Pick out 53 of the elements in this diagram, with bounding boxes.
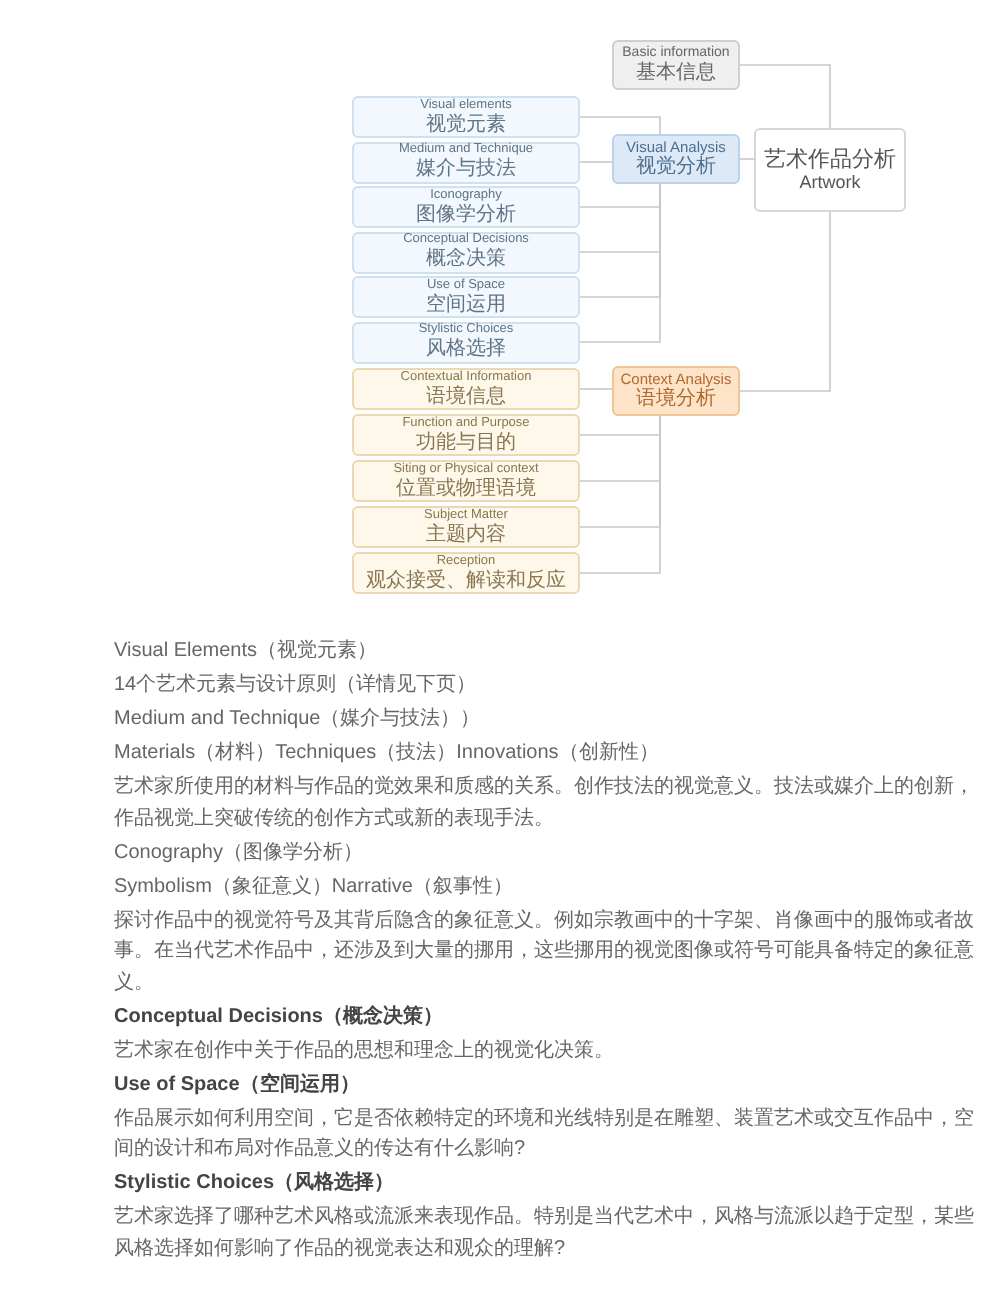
connector-line [579, 116, 661, 135]
connector-line [579, 161, 613, 163]
note-text: Materials（材料）Techniques（技法）Innovations（创新性） [114, 739, 661, 768]
section-heading: Use of Space（空间运用） [114, 1071, 362, 1099]
topic-box [754, 128, 906, 212]
connector-line [579, 415, 661, 574]
topic-text: 媒介与技法 [416, 158, 516, 182]
topic-text: 功能与目的 [416, 431, 516, 455]
note-text: 作品展示如何利用空间，它是否依赖特定的环境和光线特别是在雕塑、装置艺术或交互作品中，空间的设计和布局对作品意义的传达有什么影响? [114, 1105, 976, 1164]
topic-box [352, 506, 580, 548]
topic-box [612, 366, 740, 416]
topic-text: 艺术作品分析 [764, 147, 896, 172]
connector-line [579, 388, 613, 390]
topic-text: 观众接受、解读和反应 [366, 569, 566, 593]
topic-text: 视觉元素 [426, 113, 506, 137]
topic-text: 空间运用 [426, 293, 506, 317]
topic-text: 位置或物理语境 [396, 477, 536, 501]
topic-box [612, 134, 740, 184]
topic-box [352, 321, 580, 363]
topic-box [352, 552, 580, 594]
section-heading: Conceptual Decisions（概念决策） [114, 1003, 445, 1031]
topic-box [612, 40, 740, 90]
topic-box [352, 96, 580, 138]
note-text: Medium and Technique（媒介与技法）） [114, 705, 483, 734]
section-heading: Stylistic Choices（风格选择） [114, 1169, 397, 1198]
topic-text: 语境分析 [636, 388, 716, 412]
connector-line [739, 211, 831, 392]
topic-box [352, 460, 580, 502]
topic-box [352, 231, 580, 273]
note-text: 艺术家所使用的材料与作品的觉效果和质感的关系。创作技法的视觉意义。技法或媒介上的创新，作品视觉上突破传统的创作方式或新的表现手法。 [114, 773, 976, 833]
topic-text: 图像学分析 [416, 203, 516, 227]
topic-box [352, 186, 580, 228]
topic-text: Artwork [799, 172, 861, 193]
connector-line [579, 183, 661, 343]
topic-box [352, 414, 580, 456]
topic-text: 视觉分析 [636, 156, 716, 180]
topic-text: 概念决策 [426, 248, 506, 272]
topic-text: 风格选择 [426, 338, 506, 362]
topic-text: 基本信息 [636, 62, 716, 85]
note-text: Visual Elements（视觉元素） [114, 637, 380, 666]
topic-text: 主题内容 [426, 523, 506, 547]
note-text: 艺术家在创作中关于作品的思想和理念上的视觉化决策。 [114, 1037, 616, 1065]
topic-box [352, 276, 580, 318]
topic-box [352, 368, 580, 410]
topic-box [352, 141, 580, 183]
connector-line [739, 64, 831, 129]
note-text: Conography（图像学分析） [114, 839, 365, 867]
topic-text: 语境信息 [426, 385, 506, 409]
connector-line [739, 158, 755, 160]
note-text: 艺术家选择了哪种艺术风格或流派来表现作品。特别是当代艺术中，风格与流派以趋于定型，某些风格选择如何影响了作品的视觉表达和观众的理解? [114, 1203, 976, 1263]
note-text: Symbolism（象征意义）Narrative（叙事性） [114, 873, 515, 901]
note-text: 14个艺术元素与设计原则（详情见下页） [114, 671, 479, 700]
note-text: 探讨作品中的视觉符号及其背后隐含的象征意义。例如宗教画中的十字架、肖像画中的服饰或者故事。在当代艺术作品中，还涉及到大量的挪用，这些挪用的视觉图像或符号可能具备特定的象征意义。 [114, 907, 976, 997]
